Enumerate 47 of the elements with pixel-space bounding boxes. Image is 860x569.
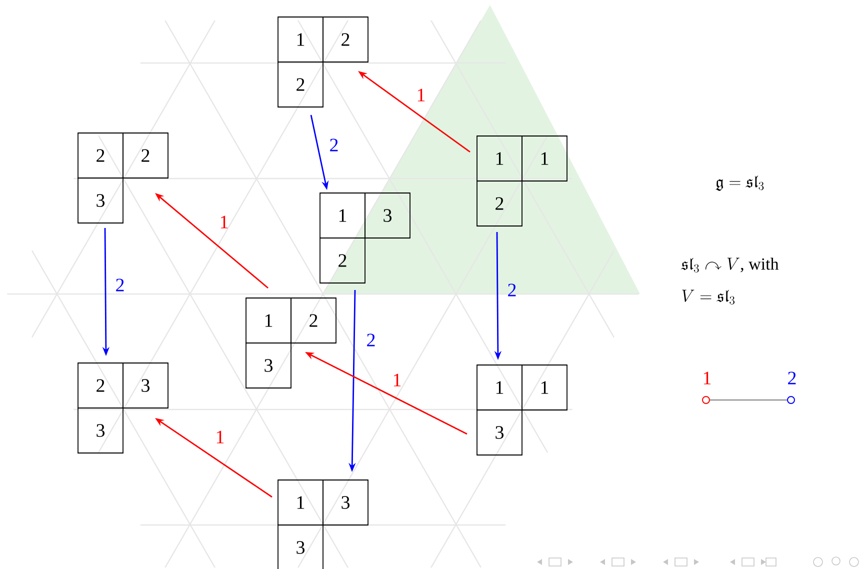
edge-label: 1 <box>394 374 401 386</box>
young-tableau <box>78 132 168 224</box>
tableau-cell: 2 <box>122 132 168 178</box>
young-tableau <box>476 364 568 456</box>
tableau-cell: 1 <box>320 192 366 238</box>
edge-label: 2 <box>508 284 516 296</box>
tableau-cell: 3 <box>246 342 292 388</box>
edge-label: 1 <box>220 216 228 228</box>
tableau-cell: 2 <box>290 298 336 344</box>
tableau-cell: 2 <box>278 62 324 108</box>
tableau-cell: 2 <box>476 180 522 226</box>
formula: $\mathfrak{sl}_3 \curvearrowright V\text{, with}$ <box>680 258 779 272</box>
tableau-cell: 2 <box>322 16 368 62</box>
edge-label: 2 <box>116 278 124 292</box>
tableau-cell: 1 <box>522 364 568 410</box>
tableau-cell: 3 <box>78 178 124 224</box>
tableau-cell: 2 <box>78 362 124 408</box>
edge-label: 2 <box>330 138 338 152</box>
formula: $V = \mathfrak{sl}_3$ <box>682 290 735 304</box>
tableau-cell: 3 <box>78 408 124 454</box>
young-tableau <box>476 136 568 226</box>
tableau-cell: 1 <box>476 364 522 410</box>
tableau-cell: 3 <box>278 524 324 569</box>
young-tableau <box>278 16 368 108</box>
vertex-label: 2 <box>788 372 796 384</box>
formula: $\mathfrak{g} = \mathfrak{sl}_3$ <box>716 176 764 191</box>
tableau-cell: 1 <box>278 480 324 526</box>
young-tableau <box>320 192 410 284</box>
tableau-cell: 1 <box>476 136 522 182</box>
dynkin-vertex <box>787 396 795 404</box>
tableau-cell: 3 <box>476 410 522 456</box>
edge-label: 2 <box>367 334 375 346</box>
tableau-cell: 3 <box>122 362 168 408</box>
dynkin-vertex <box>702 396 710 404</box>
edge-label: 1 <box>216 430 224 444</box>
tableau-cell: 1 <box>246 298 292 344</box>
young-tableau <box>246 298 336 388</box>
tableau-cell: 3 <box>364 192 410 238</box>
tableau-cell: 2 <box>320 238 366 284</box>
vertex-label: 1 <box>704 372 711 384</box>
young-tableau <box>278 480 368 569</box>
tableau-cell: 2 <box>78 132 124 178</box>
tableau-cell: 1 <box>278 16 324 62</box>
young-tableau <box>78 362 168 454</box>
tableau-cell: 3 <box>322 480 368 526</box>
edge-label: 1 <box>418 88 425 102</box>
tableau-cell: 1 <box>522 136 568 182</box>
